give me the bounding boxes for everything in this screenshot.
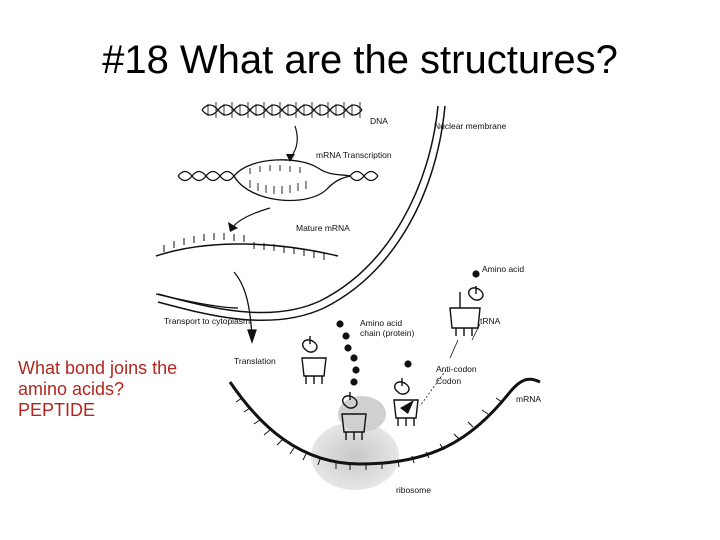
- mrna-strand: [228, 377, 541, 466]
- trna-3: [393, 378, 419, 426]
- label-trna: tRNA: [480, 316, 501, 326]
- label-translation: Translation: [234, 356, 276, 366]
- protein-synthesis-diagram: DNA Nuclear membrane mRNA Transcription …: [155, 102, 541, 495]
- pointer-lines: [419, 323, 481, 407]
- question-line-2: amino acids?: [18, 379, 125, 400]
- trna-4: [449, 286, 484, 336]
- nuclear-membrane: [157, 105, 446, 322]
- maturation-arrow: [231, 207, 271, 229]
- amino-acid-chain: [336, 270, 480, 386]
- label-mature-mrna: Mature mRNA: [296, 223, 350, 233]
- slide-title: #18 What are the structures?: [102, 38, 618, 82]
- ribosome: [311, 422, 399, 490]
- label-anticodon: Anti-codon: [436, 364, 477, 374]
- trna-2: [341, 392, 367, 440]
- label-codon: Codon: [436, 376, 461, 386]
- label-ribosome: ribosome: [396, 485, 431, 495]
- transport-mrna: [155, 271, 257, 345]
- mature-mrna: [155, 233, 339, 260]
- question-line-1: What bond joins the: [18, 358, 178, 378]
- mrna-codon-ticks: [235, 397, 503, 470]
- label-amino-acid-chain-2: chain (protein): [360, 328, 415, 338]
- label-amino-acid-chain-1: Amino acid: [360, 318, 402, 328]
- codon-arrowhead: [400, 400, 414, 414]
- label-dna: DNA: [370, 116, 388, 126]
- label-mrna-transcription: mRNA Transcription: [316, 150, 392, 160]
- question-text: What bond joins the amino acids? PEPTIDE: [18, 358, 218, 422]
- dna-transcription-bubble: [177, 159, 379, 202]
- label-mrna: mRNA: [516, 394, 541, 404]
- answer-text: PEPTIDE: [18, 400, 96, 421]
- dna-helix: [201, 102, 363, 118]
- label-amino-acid: Amino acid: [482, 264, 524, 274]
- transcription-arrow: [289, 125, 298, 159]
- trna-1: [301, 336, 327, 384]
- label-transport: Transport to cytoplasm: [164, 316, 250, 326]
- label-nuclear-membrane: Nuclear membrane: [434, 121, 507, 131]
